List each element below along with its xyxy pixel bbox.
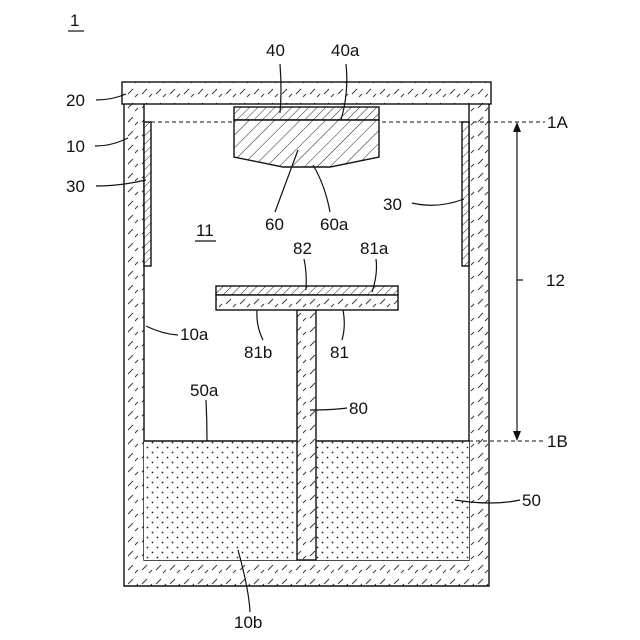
- label-11: 11: [196, 221, 214, 240]
- leader-10a: [146, 326, 178, 335]
- cover-lid: [122, 82, 491, 104]
- label-12: 12: [546, 271, 565, 290]
- label-10a: 10a: [180, 325, 209, 344]
- plate-surface-layer: [216, 286, 398, 295]
- label-20: 20: [66, 91, 85, 110]
- label-60: 60: [265, 215, 284, 234]
- label-30-left: 30: [66, 177, 85, 196]
- leader-81b: [257, 310, 263, 340]
- liquid-right: [316, 441, 469, 560]
- label-30-right: 30: [383, 195, 402, 214]
- right-shield: [462, 122, 469, 266]
- label-40a: 40a: [331, 41, 360, 60]
- figure-number: 1: [68, 11, 84, 31]
- leader-50a: [206, 400, 207, 441]
- target-plate: [234, 107, 379, 120]
- liquid-left: [144, 441, 297, 560]
- left-wall: [124, 104, 144, 586]
- leader-60a: [313, 165, 330, 212]
- distance-arrow: [513, 122, 521, 441]
- support-plate: [216, 295, 398, 310]
- cover-rect: [122, 82, 491, 104]
- leader-81: [342, 310, 344, 340]
- label-10: 10: [66, 137, 85, 156]
- holder-block: [234, 120, 379, 167]
- label-82: 82: [293, 239, 312, 258]
- label-60a: 60a: [320, 215, 349, 234]
- figure-number-text: 1: [70, 11, 79, 30]
- label-81a: 81a: [360, 239, 389, 258]
- label-10b: 10b: [234, 613, 262, 632]
- label-1a: 1A: [547, 113, 568, 132]
- label-50: 50: [522, 491, 541, 510]
- support-shaft: [297, 310, 316, 560]
- label-1b: 1B: [547, 432, 568, 451]
- label-80: 80: [349, 399, 368, 418]
- bottom-wall: [144, 560, 469, 586]
- label-81: 81: [330, 343, 349, 362]
- label-50a: 50a: [190, 381, 219, 400]
- left-shield: [144, 122, 151, 266]
- label-81b: 81b: [244, 343, 272, 362]
- leader-30-right: [412, 199, 464, 205]
- right-wall: [469, 104, 489, 586]
- label-40: 40: [266, 41, 285, 60]
- leader-10: [95, 138, 128, 146]
